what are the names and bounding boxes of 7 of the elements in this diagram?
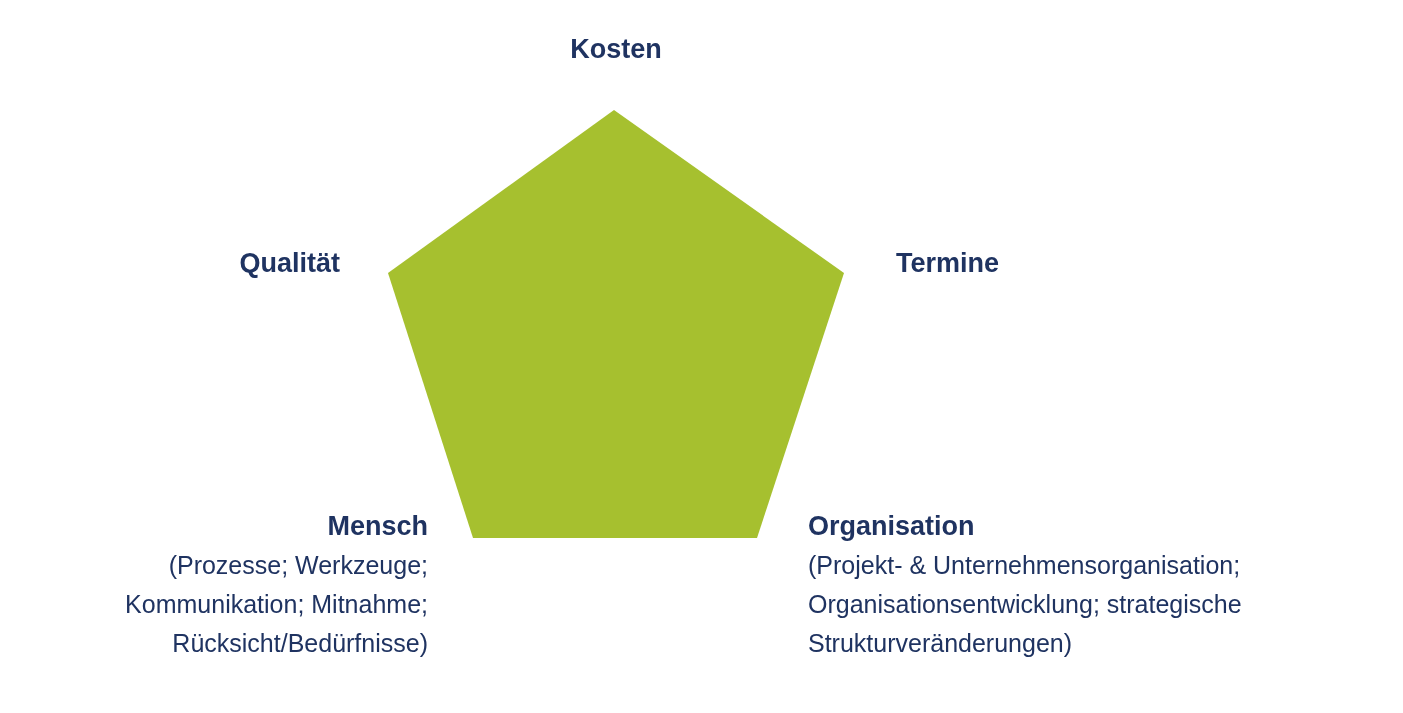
axis-heading: Termine — [896, 247, 1001, 280]
axis-heading: Kosten — [569, 33, 663, 66]
axis-heading: Mensch — [326, 510, 428, 543]
axis-description: (Projekt- & Unternehmensorganisation; Organisationsentwicklung; strategische Strukturveränderungen) — [808, 550, 1243, 659]
axis-heading: Organisation — [808, 510, 976, 543]
axis-description: (Prozesse; Werkzeuge; Kommunikation; Mitnahme; Rücksicht/Bedürfnisse) — [124, 550, 428, 659]
axis-heading: Qualität — [238, 247, 340, 280]
